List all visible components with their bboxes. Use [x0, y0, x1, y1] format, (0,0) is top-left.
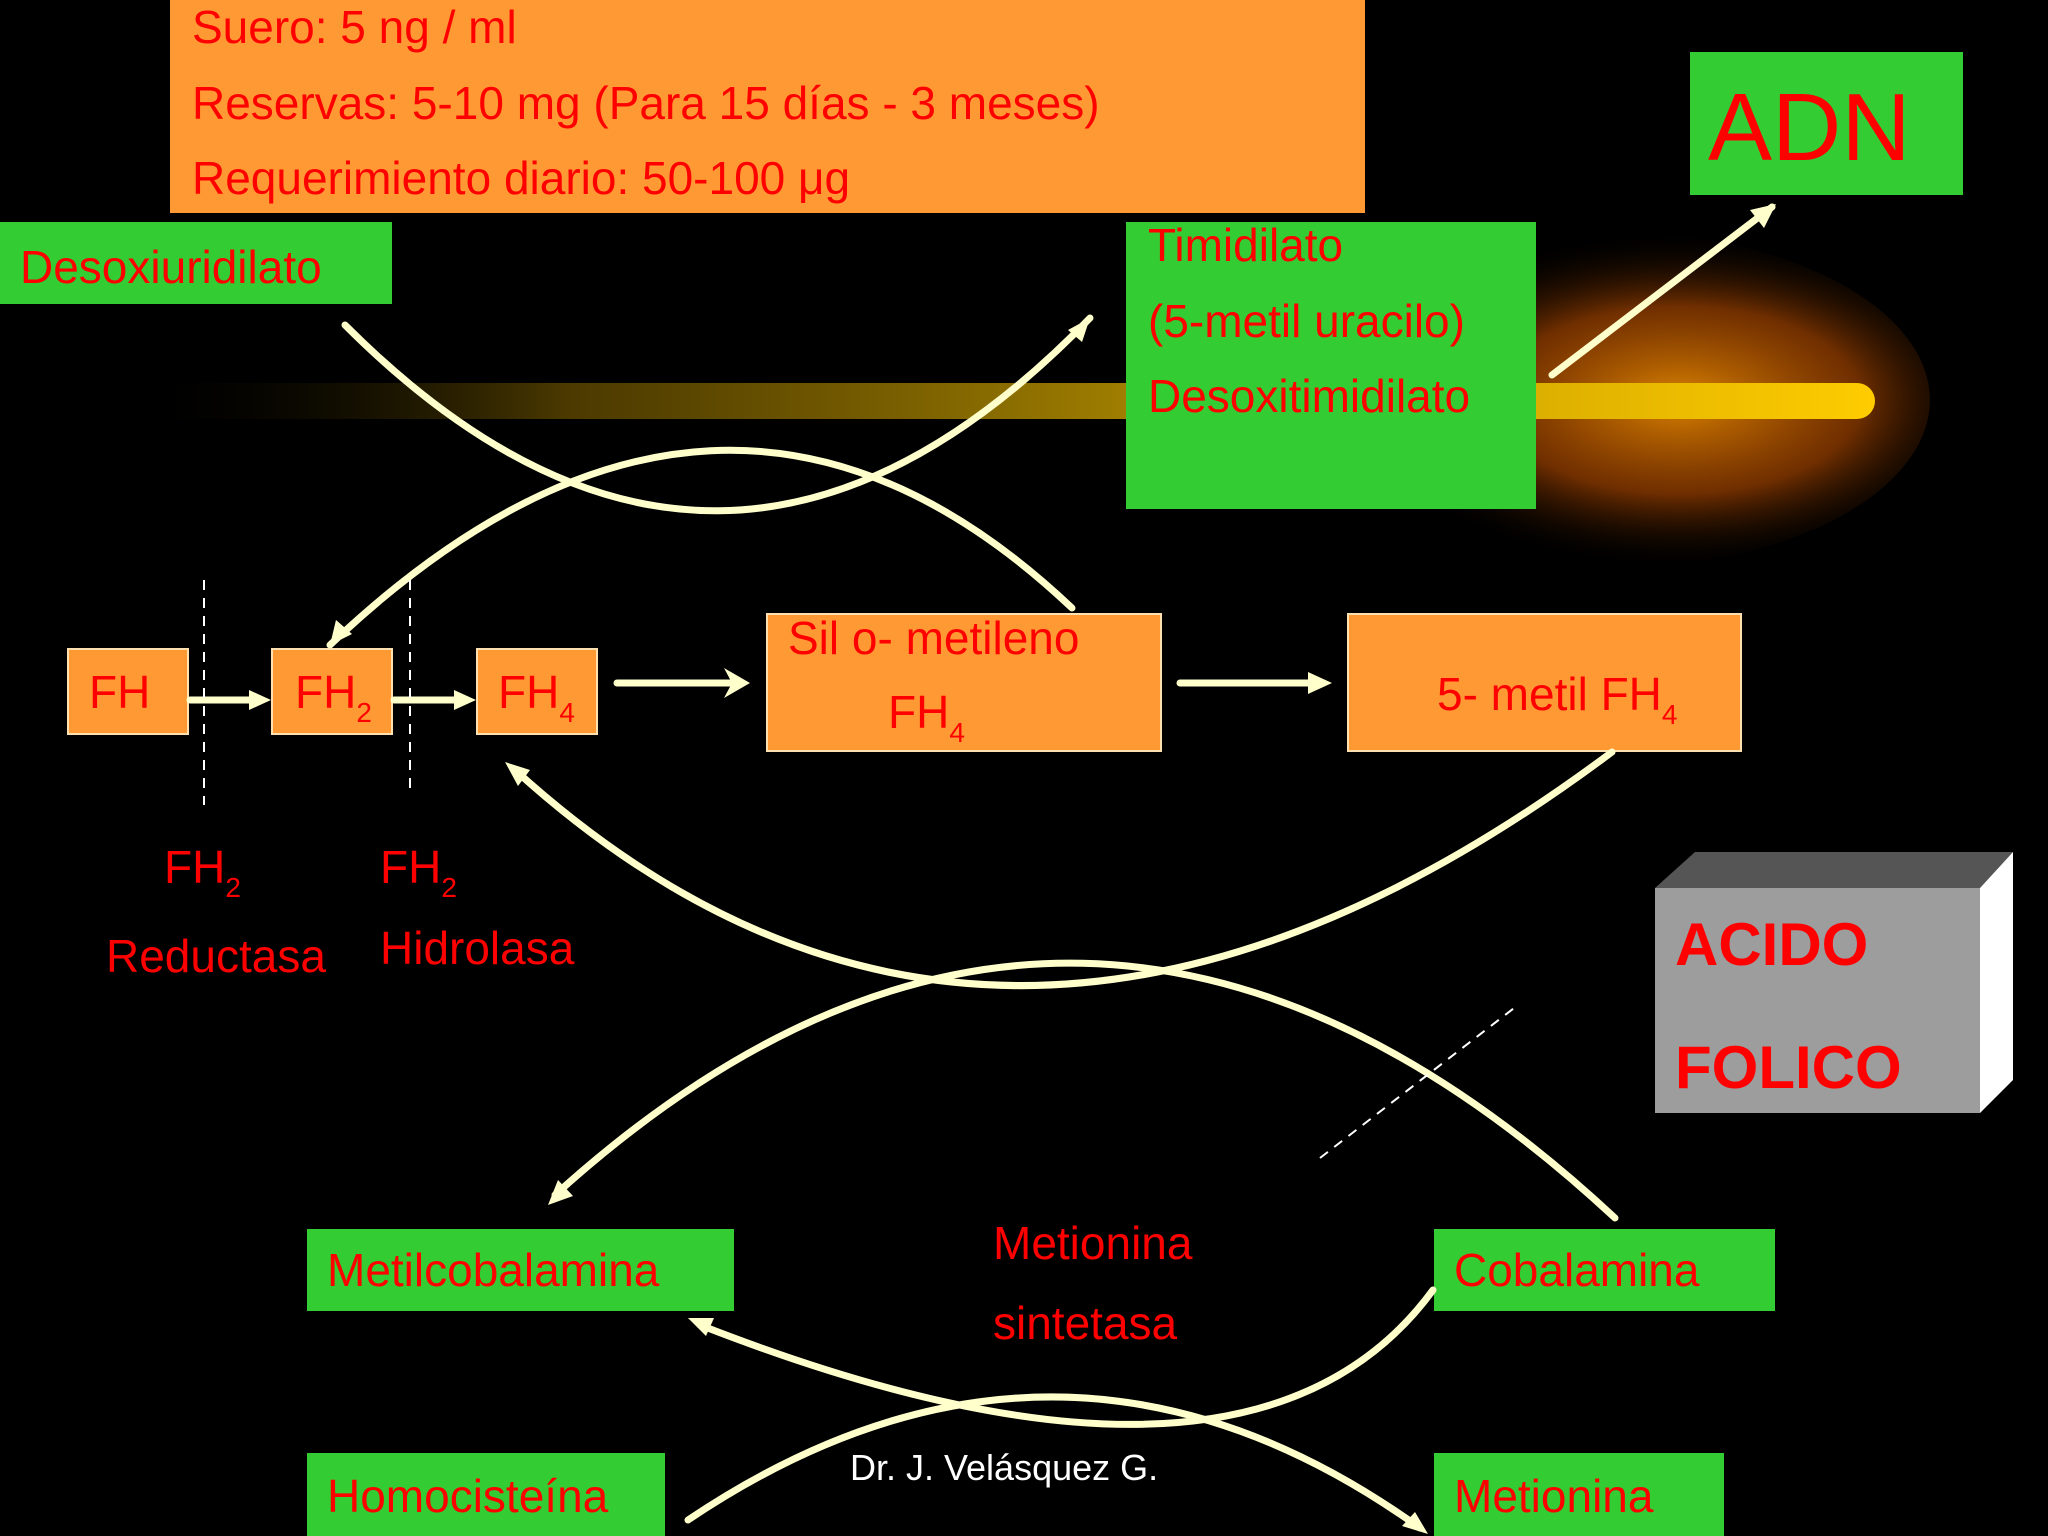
hidrolasa-label: Hidrolasa: [380, 922, 575, 974]
homocisteina-label: Homocisteína: [327, 1470, 609, 1522]
sil-metileno-line2: FH4: [888, 686, 965, 747]
fh4-base: FH: [498, 666, 560, 718]
desoxiuridilato-label: Desoxiuridilato: [20, 241, 322, 293]
acido-folico-line2: FOLICO: [1675, 1034, 1902, 1101]
desoxiuridilato-box: Desoxiuridilato: [0, 222, 392, 304]
metionina-label: Metionina: [1454, 1470, 1654, 1522]
fh4-subscript: 4: [559, 697, 575, 728]
metil-fh4-box: 5- metil FH4: [1347, 613, 1742, 752]
hidrolasa-top: FH2: [380, 841, 457, 902]
sil-fh-subscript: 4: [949, 717, 965, 748]
fh2-subscript: 2: [356, 697, 372, 728]
reductasa-fh-base: FH: [164, 841, 226, 893]
hidrolasa-fh-base: FH: [380, 841, 442, 893]
info-line-reserves: Reservas: 5-10 mg (Para 15 días - 3 mese…: [192, 77, 1100, 129]
metionina-sintetasa-line2: sintetasa: [993, 1297, 1178, 1349]
hidrolasa-fh-subscript: 2: [441, 872, 457, 903]
fh-label: FH: [89, 666, 151, 718]
author-credit: Dr. J. Velásquez G.: [850, 1447, 1159, 1488]
info-line-daily-requirement: Requerimiento diario: 50-100 μg: [192, 152, 851, 204]
reductasa-label: Reductasa: [106, 930, 326, 982]
fh2-base: FH: [295, 666, 357, 718]
fh4-label: FH4: [498, 666, 575, 727]
acido-folico-line1: ACIDO: [1675, 911, 1869, 978]
timidilato-box: Timidilato (5-metil uracilo) Desoxitimid…: [1126, 222, 1536, 509]
adn-label: ADN: [1708, 74, 1911, 181]
adn-box: ADN: [1690, 52, 1963, 195]
fh2-label: FH2: [295, 666, 372, 727]
timidilato-line3: Desoxitimidilato: [1148, 370, 1471, 422]
metionina-sintetasa-line1: Metionina: [993, 1217, 1193, 1269]
cobalamina-label: Cobalamina: [1454, 1244, 1700, 1296]
fh2-box: FH2: [271, 648, 393, 735]
reductasa-top: FH2: [164, 841, 241, 902]
timidilato-line2: (5-metil uracilo): [1148, 295, 1465, 347]
fh-box: FH: [67, 648, 189, 735]
info-box: Suero: 5 ng / ml Reservas: 5-10 mg (Para…: [170, 0, 1365, 213]
metilcobalamina-box: Metilcobalamina: [307, 1229, 734, 1311]
metil-fh4-base: 5- metil FH: [1437, 668, 1662, 720]
reductasa-fh-subscript: 2: [225, 872, 241, 903]
metil-fh4-subscript: 4: [1661, 699, 1678, 730]
metil-fh4-label: 5- metil FH4: [1437, 668, 1677, 729]
sil-metileno-line1: Sil o- metileno: [788, 612, 1080, 664]
sil-fh-base: FH: [888, 686, 950, 738]
metilcobalamina-label: Metilcobalamina: [327, 1244, 660, 1296]
sil-metileno-box: Sil o- metileno FH4: [766, 613, 1162, 752]
fh4-box: FH4: [476, 648, 598, 735]
info-line-serum: Suero: 5 ng / ml: [192, 1, 517, 53]
cobalamina-box: Cobalamina: [1434, 1229, 1775, 1311]
homocisteina-box: Homocisteína: [307, 1453, 665, 1536]
metionina-box: Metionina: [1434, 1453, 1724, 1536]
timidilato-line1: Timidilato: [1148, 219, 1344, 271]
